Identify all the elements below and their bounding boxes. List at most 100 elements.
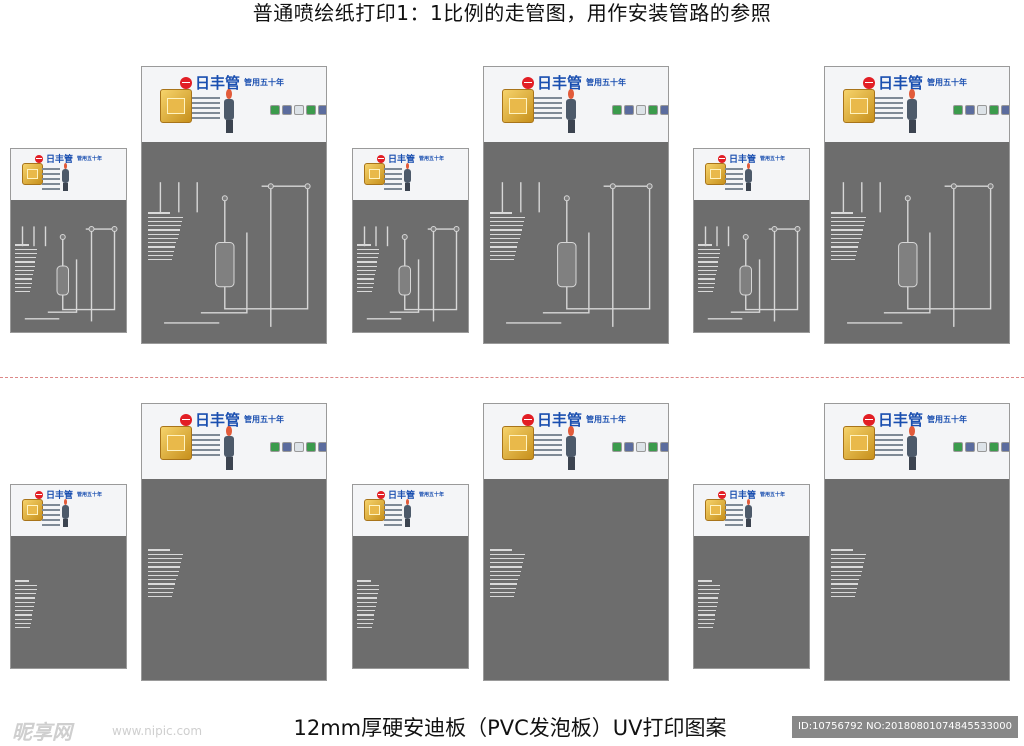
- brand-lockup: 日丰管管用五十年: [377, 488, 444, 501]
- worker-figure: [61, 499, 70, 527]
- pipe-fitting: [609, 183, 616, 190]
- quality-badge: [502, 89, 534, 123]
- brand-name: 日丰管: [388, 491, 416, 501]
- panel-header: 日丰管管用五十年: [142, 404, 326, 479]
- worker-figure: [403, 499, 412, 527]
- brand-slogan: 管用五十年: [760, 492, 786, 498]
- brand-name: 日丰管: [388, 155, 416, 165]
- bottom-caption: 12mm厚硬安迪板（PVC发泡板）UV打印图案: [293, 716, 727, 740]
- brand-slogan: 管用五十年: [927, 415, 968, 424]
- layout-panel: 日丰管管用五十年: [693, 484, 810, 669]
- brand-logo-icon: [377, 490, 385, 499]
- certification-row: [953, 442, 1009, 452]
- pipe-fitting: [742, 233, 749, 240]
- water-heater-shape: [56, 265, 69, 296]
- layout-panel: 日丰管管用五十年: [824, 403, 1010, 681]
- pipe-fitting: [950, 183, 957, 190]
- brand-logo-icon: [522, 76, 534, 89]
- worker-figure: [61, 163, 70, 191]
- pipe-segment: [224, 185, 309, 310]
- quality-badge: [705, 163, 726, 185]
- brand-lockup: 日丰管管用五十年: [35, 488, 102, 501]
- water-heater-shape: [398, 265, 411, 296]
- layout-panel: 日丰管管用五十年: [483, 403, 669, 681]
- watermark-url: www.nipic.com: [112, 724, 203, 738]
- quality-badge: [502, 426, 534, 460]
- brand-slogan: 管用五十年: [586, 415, 627, 424]
- page-title: 普通喷绘纸打印1：1比例的走管图，用作安装管路的参照: [252, 1, 772, 25]
- panel-header: 日丰管管用五十年: [484, 404, 668, 479]
- section-divider: [0, 377, 1024, 378]
- brand-name: 日丰管: [46, 155, 74, 165]
- worker-figure: [744, 499, 753, 527]
- brand-logo-icon: [863, 413, 875, 426]
- watermark-logo: 昵享网: [12, 720, 72, 744]
- spec-text-block: [490, 549, 526, 600]
- pipe-segment: [883, 232, 931, 314]
- spec-text-block: [357, 580, 380, 631]
- brand-name: 日丰管: [878, 74, 924, 92]
- certification-row: [612, 442, 668, 452]
- brand-slogan: 管用五十年: [419, 156, 445, 162]
- panel-header: 日丰管管用五十年: [825, 404, 1009, 479]
- spec-text-block: [15, 580, 38, 631]
- quality-badge: [22, 499, 43, 521]
- spec-text-block: [148, 212, 184, 263]
- pipe-segment: [404, 228, 458, 311]
- brand-lockup: 日丰管管用五十年: [863, 72, 967, 93]
- worker-figure: [222, 89, 236, 133]
- pipe-route-diagram: [21, 226, 118, 322]
- pipe-fitting: [59, 233, 66, 240]
- feature-list: [875, 434, 903, 459]
- brand-name: 日丰管: [195, 74, 241, 92]
- feature-list: [875, 97, 903, 122]
- panel-header: 日丰管管用五十年: [825, 67, 1009, 142]
- quality-badge: [705, 499, 726, 521]
- brand-logo-icon: [35, 154, 43, 163]
- brand-slogan: 管用五十年: [244, 415, 285, 424]
- worker-figure: [905, 89, 919, 133]
- brand-slogan: 管用五十年: [244, 78, 285, 87]
- quality-badge: [843, 89, 875, 123]
- pipe-route-diagram: [704, 226, 801, 322]
- worker-figure: [905, 426, 919, 470]
- water-heater-shape: [739, 265, 752, 296]
- panel-header: 日丰管管用五十年: [353, 485, 468, 536]
- layout-panel: 日丰管管用五十年: [352, 148, 469, 333]
- brand-logo-icon: [35, 490, 43, 499]
- brand-name: 日丰管: [537, 411, 583, 429]
- pipe-fitting: [987, 183, 994, 190]
- brand-logo-icon: [718, 490, 726, 499]
- pipe-route-diagram: [842, 182, 994, 327]
- brand-name: 日丰管: [729, 491, 757, 501]
- spec-text-block: [831, 549, 867, 600]
- feature-list: [42, 168, 60, 193]
- layout-panel: 日丰管管用五十年: [483, 66, 669, 344]
- brand-logo-icon: [863, 76, 875, 89]
- pipe-fitting: [771, 226, 778, 233]
- quality-badge: [364, 163, 385, 185]
- layout-panel: 日丰管管用五十年: [10, 148, 127, 333]
- pipe-fitting: [563, 195, 570, 202]
- feature-list: [725, 168, 743, 193]
- brand-lockup: 日丰管管用五十年: [180, 72, 284, 93]
- layout-panel: 日丰管管用五十年: [693, 148, 810, 333]
- pipe-segment: [389, 259, 420, 313]
- brand-lockup: 日丰管管用五十年: [718, 488, 785, 501]
- pipe-fitting: [453, 226, 460, 233]
- panel-header: 日丰管管用五十年: [694, 485, 809, 536]
- brand-slogan: 管用五十年: [927, 78, 968, 87]
- brand-name: 日丰管: [195, 411, 241, 429]
- brand-slogan: 管用五十年: [419, 492, 445, 498]
- worker-figure: [403, 163, 412, 191]
- brand-name: 日丰管: [537, 74, 583, 92]
- quality-badge: [160, 426, 192, 460]
- spec-text-block: [490, 212, 526, 263]
- certification-row: [953, 105, 1009, 115]
- brand-name: 日丰管: [46, 491, 74, 501]
- brand-slogan: 管用五十年: [760, 156, 786, 162]
- panel-header: 日丰管管用五十年: [694, 149, 809, 200]
- layout-panel: 日丰管管用五十年: [141, 66, 327, 344]
- pipe-segment: [745, 228, 799, 311]
- feature-list: [192, 434, 220, 459]
